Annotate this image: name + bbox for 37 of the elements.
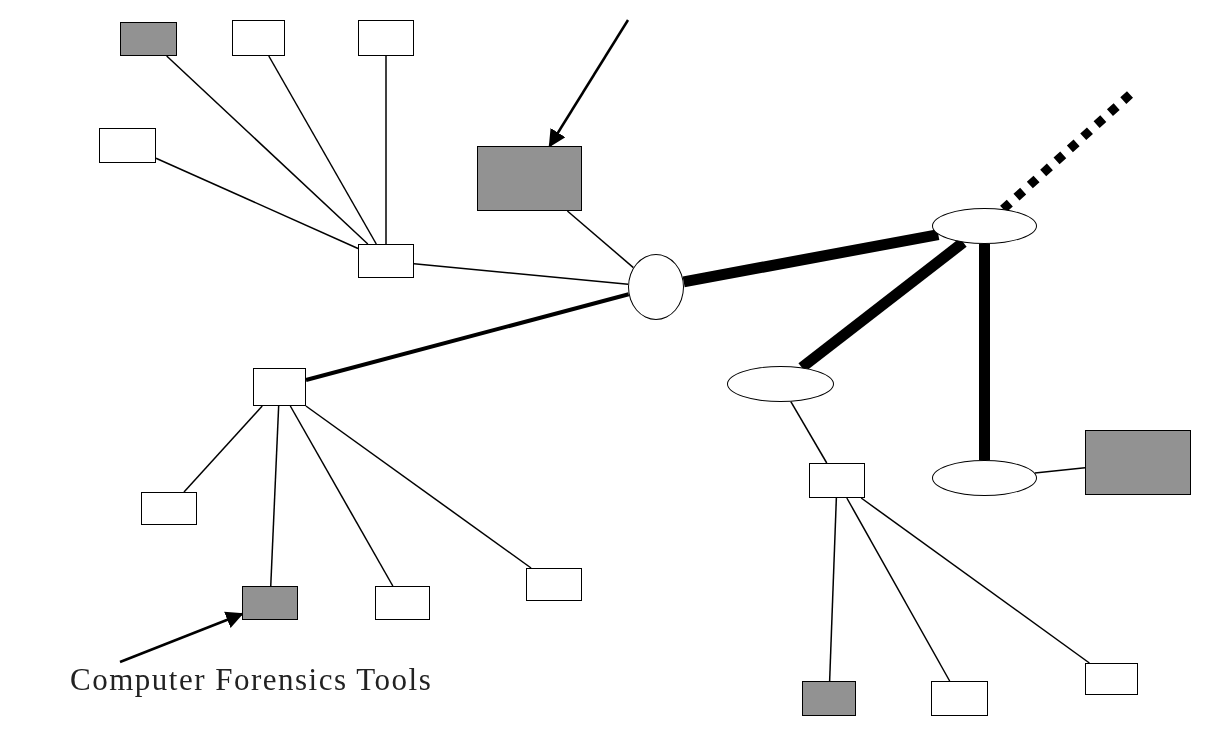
connector-line [846,497,951,682]
connector-line [268,55,378,245]
caption-label: Computer Forensics Tools [70,662,615,698]
empty-box [253,368,306,406]
connector-line [1034,467,1086,474]
arrow [548,19,630,148]
empty-box [99,128,156,163]
filled-box [1085,430,1191,495]
arrow [119,611,244,664]
connector-line [566,210,635,269]
empty-box [375,586,430,620]
empty-box [526,568,582,601]
connector-line [979,244,990,460]
connector-line [790,400,828,464]
empty-box [358,244,414,278]
connector-line [270,405,280,587]
empty-box [232,20,285,56]
connector-line [682,229,940,288]
connector-line [305,292,630,382]
filled-box [120,22,177,56]
empty-box [931,681,988,716]
connector-line [860,497,1091,664]
empty-box [809,463,865,498]
connector-line [155,157,359,250]
connector-line [165,55,369,245]
filled-box [477,146,582,211]
connector-line [413,262,629,286]
empty-box [141,492,197,525]
connector-line [289,405,394,587]
connector-line [183,405,263,493]
filled-box [802,681,856,716]
connector-line [305,405,532,569]
empty-box [358,20,414,56]
empty-box [1085,663,1138,695]
connector-line [828,497,838,682]
connector-line [385,55,387,245]
filled-box [242,586,298,620]
